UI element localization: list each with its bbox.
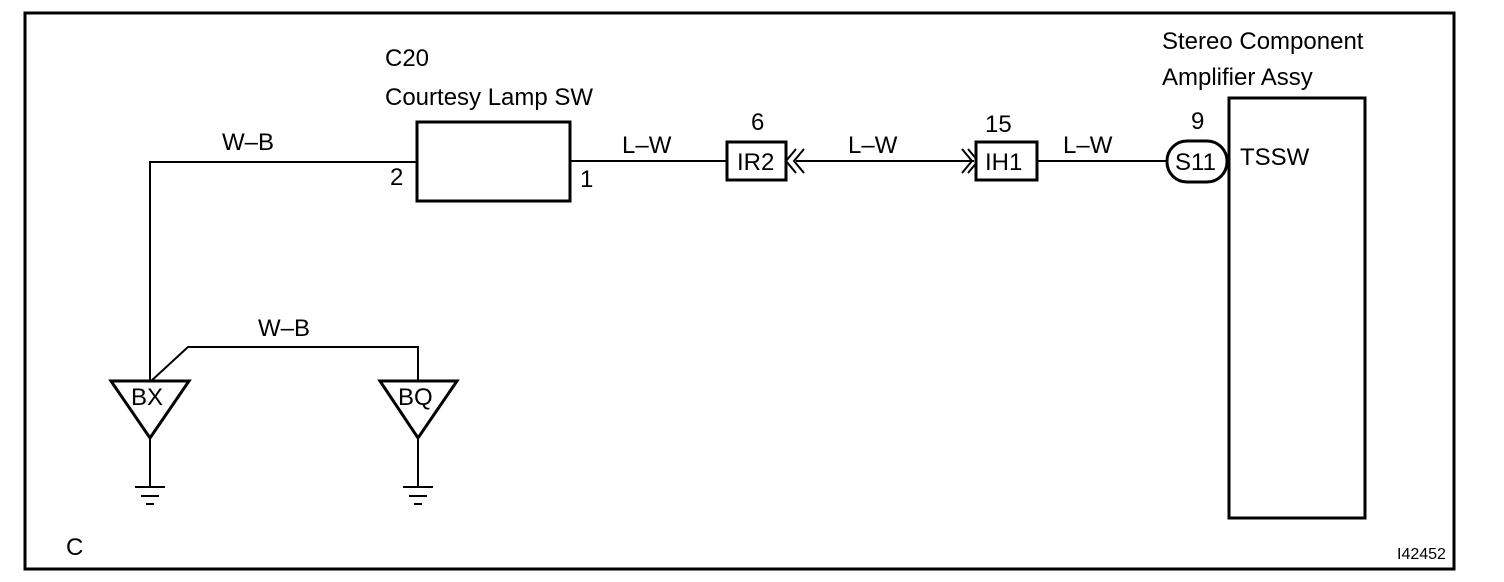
wire-label-lw-ih1-s11: L–W — [1063, 132, 1113, 159]
connector-ir2-chevron-inner — [792, 148, 805, 174]
wire-label-lw-sw-ir2: L–W — [622, 132, 672, 159]
connector-ir2-chevron-outer — [784, 148, 797, 174]
connector-ih1-label: IH1 — [985, 149, 1022, 176]
wire-label-wb-top: W–B — [222, 129, 274, 156]
wire-label-lw-ir2-ih1: L–W — [848, 132, 898, 159]
connector-s11 — [1165, 139, 1229, 184]
amplifier-terminal: TSSW — [1240, 144, 1310, 171]
switch-code: C20 — [385, 45, 429, 72]
wire-label-wb-ground-link: W–B — [258, 315, 310, 342]
switch-pin-left: 2 — [390, 164, 403, 191]
connector-ir2-label: IR2 — [737, 149, 774, 176]
connector-ir2-pin: 6 — [751, 109, 764, 136]
stereo-component-amplifier — [1227, 96, 1367, 520]
ground-bx-triangle — [108, 379, 192, 441]
switch-pin-right: 1 — [580, 166, 593, 193]
diagram-frame — [23, 11, 1456, 571]
wire-wb-ground-link — [149, 346, 419, 383]
switch-name: Courtesy Lamp SW — [385, 84, 593, 111]
corner-letter: C — [66, 534, 83, 561]
amplifier-name-line1: Stereo Component — [1162, 28, 1364, 55]
amplifier-name-line2: Amplifier Assy — [1162, 64, 1313, 91]
ground-bq-label: BQ — [398, 384, 433, 411]
connector-ih1-pin: 15 — [985, 111, 1012, 138]
connector-s11-label: S11 — [1175, 149, 1216, 176]
ground-bx-label: BX — [131, 384, 163, 411]
connector-ih1-chevron-outer — [961, 148, 974, 174]
connector-s11-pin: 9 — [1191, 108, 1204, 135]
courtesy-lamp-switch — [415, 120, 572, 203]
connector-ir2 — [725, 140, 788, 182]
ground-bq-triangle — [377, 379, 460, 441]
figure-id: I42452 — [1397, 546, 1446, 563]
wire-wb-top — [149, 161, 417, 380]
